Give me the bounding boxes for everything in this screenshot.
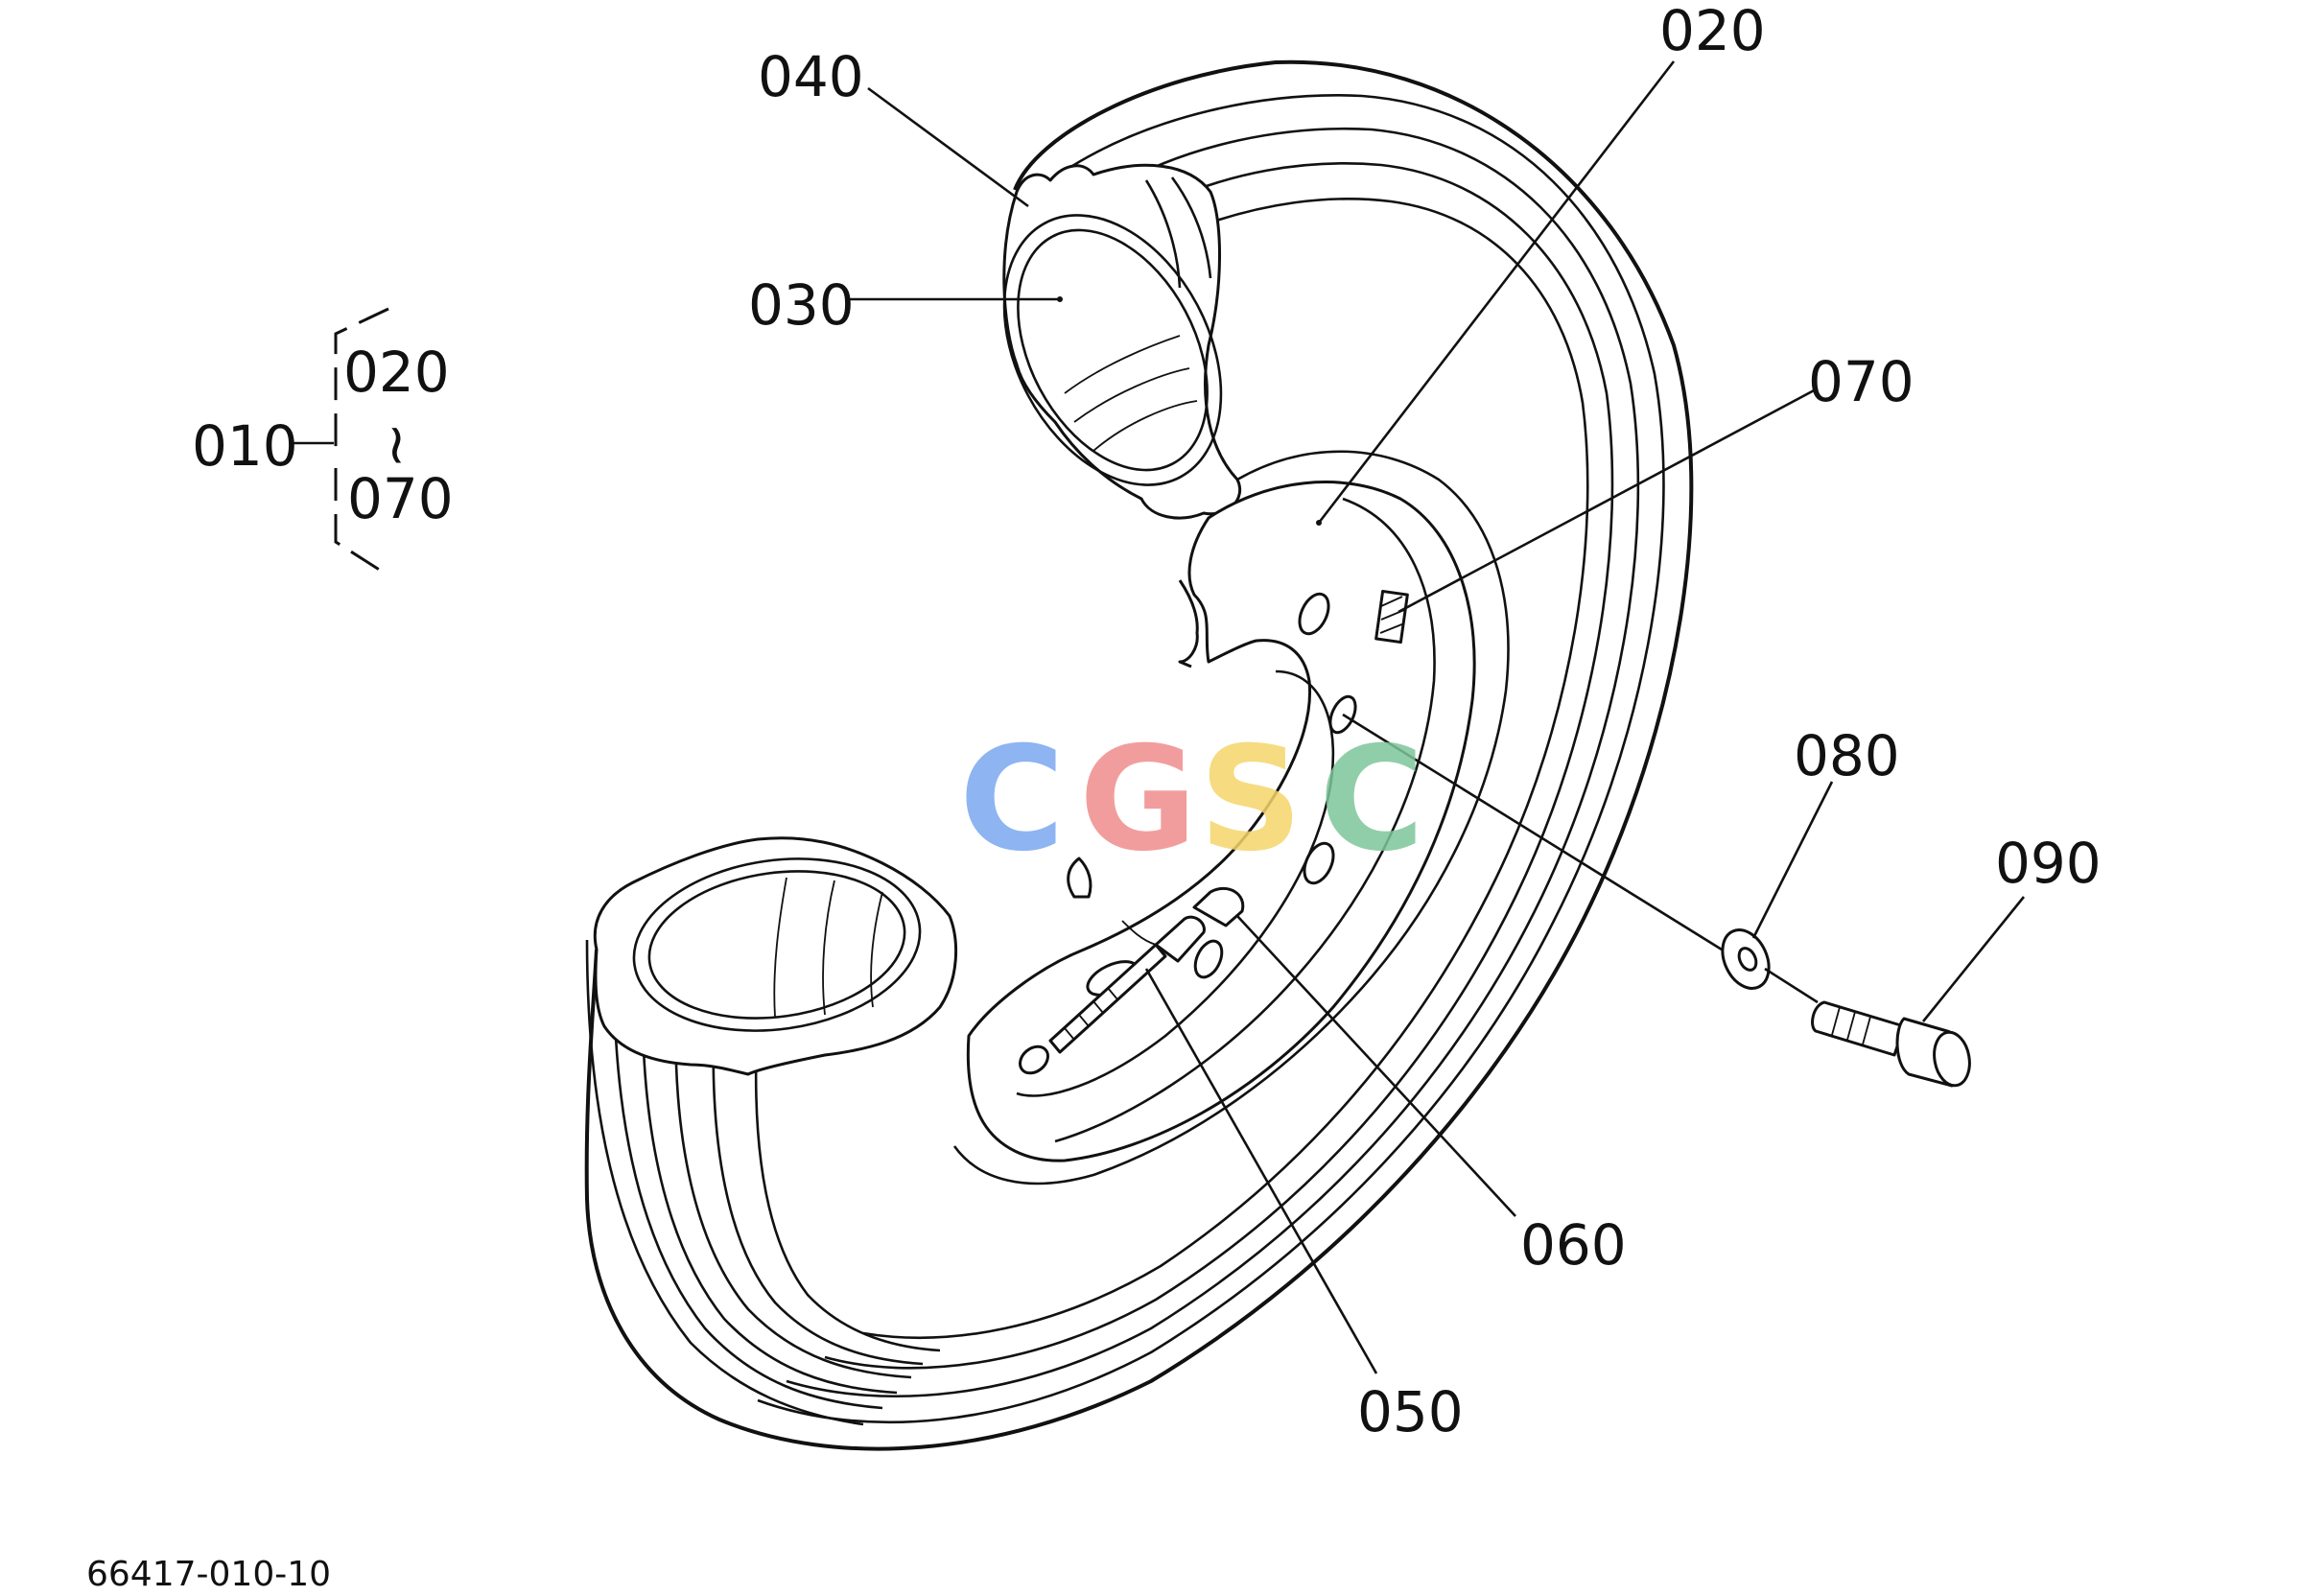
tire-outer-contour: [584, 59, 1694, 1451]
part-080-washer-hole: [1737, 947, 1758, 972]
label-range-start: 020: [343, 340, 450, 405]
part-050-valve-body: [1154, 915, 1206, 963]
tire-tread-line-3: [824, 162, 1614, 1370]
leader-bolt-axis: [1342, 713, 1723, 951]
leader-020: [1317, 60, 1676, 524]
bolt-thread-1: [1831, 1006, 1841, 1036]
label-050: 050: [1357, 1379, 1464, 1444]
tire-tread-line-4: [862, 198, 1589, 1340]
bolt-thread-3: [1862, 1016, 1871, 1045]
leader-070: [1398, 387, 1819, 614]
watermark-letter: S: [1199, 716, 1303, 883]
label-030: 030: [748, 272, 855, 338]
watermark-letter: G: [1079, 716, 1197, 883]
valve-assembly: [1019, 886, 1245, 1075]
valve-thread-2: [1078, 1014, 1090, 1027]
bracket-upper: [334, 307, 389, 453]
tire-lower-ridge-3: [641, 987, 898, 1395]
part-060-valve-cap: [1192, 886, 1245, 927]
tire-lower-ridge-6: [754, 1016, 941, 1352]
valve-thread-3: [1092, 1000, 1104, 1014]
valve-thread-4: [1107, 987, 1118, 1000]
leader-030-dot: [1057, 296, 1063, 302]
part-090-bolt-shank: [1811, 1000, 1906, 1057]
lower-section-inner-rim: [632, 857, 922, 1032]
callout-labels: 020 040 030 070 080 090 060 050 010 020 …: [86, 0, 2102, 1594]
label-020: 020: [1659, 0, 1766, 63]
rim-inner-ring: [1016, 669, 1335, 1097]
fastener-parts: [1721, 928, 1971, 1088]
lower-section-shading-3: [870, 891, 883, 1008]
lower-section-inner-rim-2: [647, 870, 906, 1020]
leader-080: [1751, 781, 1834, 939]
part-090-bolt-head-face: [1933, 1030, 1971, 1088]
upper-section-inner-rim: [1002, 214, 1223, 486]
label-060: 060: [1520, 1212, 1627, 1278]
label-range-end: 070: [347, 466, 454, 531]
label-040: 040: [758, 44, 864, 109]
tire-inner-sidewall: [952, 450, 1510, 1185]
tire-tread-line-1: [757, 94, 1665, 1424]
label-range-tilde: ~: [365, 422, 431, 469]
bracket-lower: [334, 468, 389, 577]
assembly-bracket: [293, 307, 389, 577]
rim-disc: [966, 481, 1476, 1162]
leader-090: [1921, 896, 2026, 1022]
tire-lower-ridge-1: [585, 939, 864, 1426]
part-070-tag: [1374, 589, 1409, 645]
upper-section-rim: [1002, 163, 1241, 520]
upper-section-shading-1: [1064, 335, 1181, 394]
tire-drawing: [584, 59, 1694, 1451]
upper-groove-1: [1144, 179, 1182, 289]
leader-washer-bolt: [1764, 967, 1819, 1004]
upper-section-shading-2: [1073, 367, 1190, 423]
tire-lower-ridge-5: [712, 1006, 924, 1366]
tire-lower-ridge-2: [612, 968, 883, 1410]
part-050-valve-base: [1019, 1044, 1049, 1075]
bolt-thread-2: [1846, 1011, 1856, 1041]
part-050-valve-stem: [1048, 943, 1167, 1054]
lower-section-shading-1: [773, 877, 787, 1018]
rim-stud-hole-3: [1303, 841, 1335, 885]
label-010: 010: [192, 413, 298, 479]
rim-stud-hole-4: [1193, 939, 1224, 979]
rim-stud-hole-1: [1298, 592, 1330, 636]
leader-lines: [849, 60, 2026, 1374]
label-070: 070: [1808, 349, 1914, 414]
watermark-letter: C: [1319, 716, 1424, 883]
leader-050: [1144, 968, 1378, 1374]
upper-section-inner-rim-2: [1017, 228, 1209, 472]
drawing-code: 66417-010-10: [86, 1555, 331, 1594]
rim-outer-ring: [1054, 497, 1436, 1143]
upper-section-shading-3: [1092, 400, 1198, 452]
rim-notch-lower: [1067, 857, 1092, 899]
upper-groove-2: [1170, 176, 1212, 279]
label-090: 090: [1995, 831, 2102, 896]
label-080: 080: [1794, 723, 1900, 788]
leader-040: [867, 86, 1029, 208]
lower-section-shading-2: [822, 880, 835, 1016]
watermark-letter: C: [959, 716, 1065, 883]
valve-hook-line: [1121, 920, 1157, 946]
leader-020-dot: [1316, 520, 1322, 526]
valve-thread-1: [1064, 1027, 1075, 1041]
tire-tread-line-2: [786, 127, 1640, 1398]
leader-060: [1236, 915, 1516, 1217]
rim-notch-upper: [1178, 579, 1199, 669]
tire-lower-ridge-4: [674, 997, 912, 1379]
